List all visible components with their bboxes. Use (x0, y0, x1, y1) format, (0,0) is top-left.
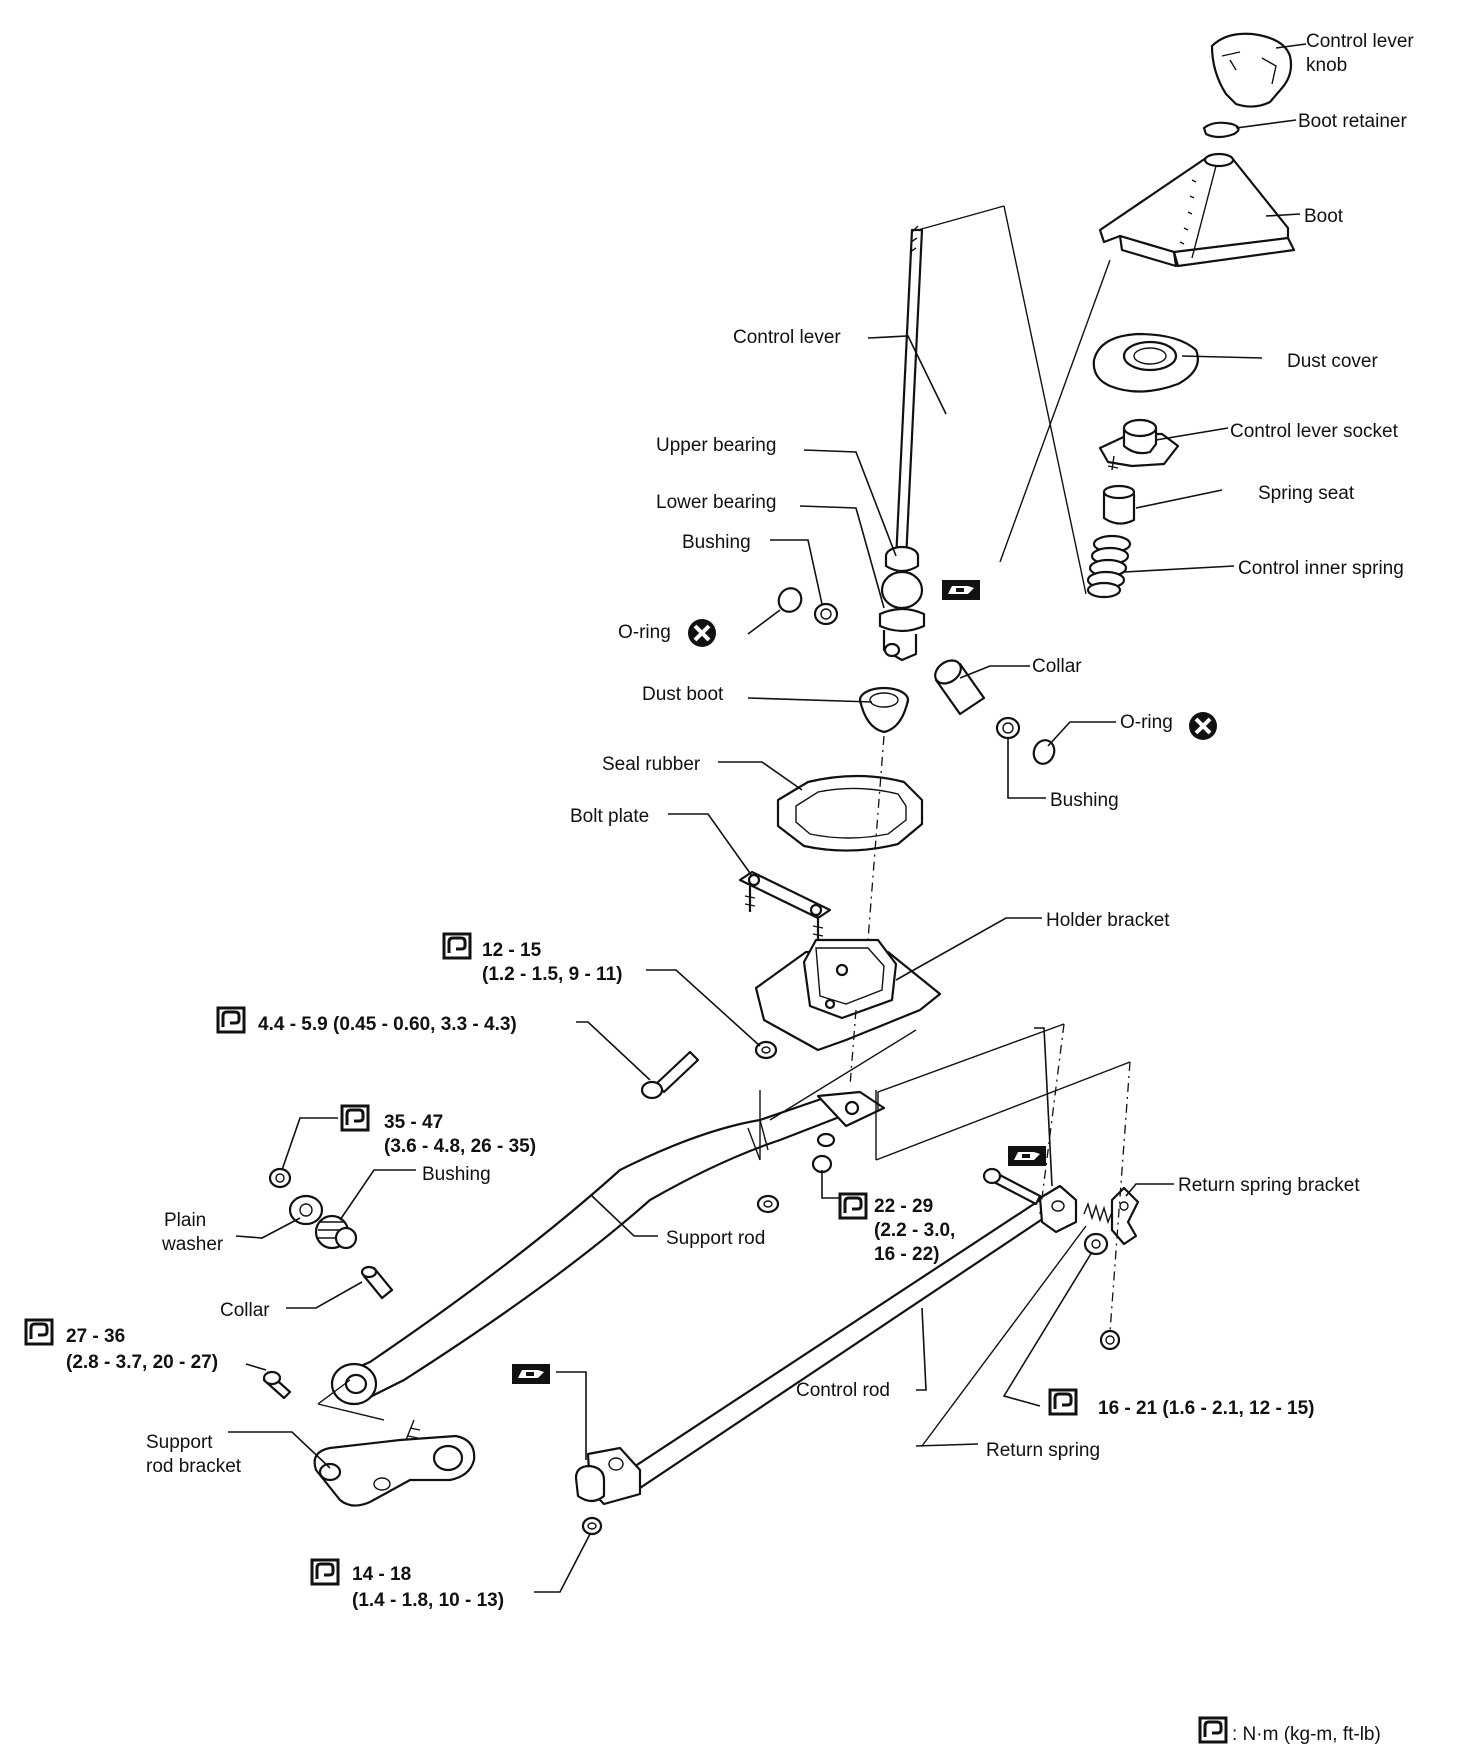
control-rod-front-clevis (1038, 1184, 1078, 1234)
boot-retainer (1202, 121, 1240, 139)
label-bolt-plate: Bolt plate (570, 806, 649, 827)
torque-wrench-icon (340, 1104, 370, 1132)
replace-part-x-icon (1187, 710, 1219, 742)
support-rod (336, 1090, 886, 1400)
torque-wrench-icon (24, 1318, 54, 1346)
label-dust-cover: Dust cover (1287, 351, 1378, 372)
replace-part-x-icon (686, 617, 718, 649)
nut-return-bracket (1099, 1329, 1121, 1351)
support-rod-eye (330, 1362, 378, 1406)
bolt-control-rod (982, 1167, 1042, 1206)
return-spring-bracket (1110, 1186, 1140, 1246)
seal-rubber (776, 774, 924, 852)
label-collar-upper: Collar (1032, 656, 1082, 677)
torque-wrench-icon (310, 1558, 340, 1586)
assembly-lines (317, 205, 1131, 1447)
plain-washer (288, 1194, 324, 1226)
holder-bracket (754, 938, 942, 1052)
grease-applicator-icon (1008, 1146, 1046, 1166)
torque-wrench-icon (1198, 1716, 1228, 1744)
label-boot-retainer: Boot retainer (1298, 111, 1407, 132)
label-control-lever-knob-2: knob (1306, 55, 1347, 76)
label-control-lever-knob: Control lever (1306, 31, 1414, 52)
o-ring-left (777, 587, 803, 613)
leader-lines (228, 43, 1307, 1593)
nut-14-18 (581, 1516, 603, 1536)
bolt-holder (640, 1050, 700, 1100)
label-dust-boot: Dust boot (642, 684, 724, 705)
torque-wrench-icon (442, 932, 472, 960)
label-holder-bracket: Holder bracket (1046, 910, 1170, 931)
boot (1098, 152, 1296, 268)
control-lever-socket (1098, 418, 1180, 471)
torque-wrench-icon (216, 1006, 246, 1034)
label-lower-bearing: Lower bearing (656, 492, 776, 513)
torque-35-47-detail: (3.6 - 4.8, 26 - 35) (384, 1136, 536, 1157)
dust-cover (1092, 332, 1199, 393)
collar-lower (360, 1265, 394, 1300)
nut-22-29-a (811, 1132, 836, 1174)
collar-upper (934, 659, 986, 716)
label-support-rod: Support rod (666, 1228, 765, 1249)
torque-35-47: 35 - 47 (384, 1112, 443, 1133)
torque-22-29-detail-2: 16 - 22) (874, 1244, 939, 1265)
support-rod-bracket (313, 1419, 476, 1507)
upper-bearing (884, 545, 920, 573)
torque-27-36: 27 - 36 (66, 1326, 125, 1347)
bushing-lower (314, 1214, 358, 1250)
return-spring (1083, 1201, 1113, 1256)
torque-wrench-icon (1048, 1388, 1078, 1416)
spring-seat (1102, 484, 1136, 525)
torque-16-21: 16 - 21 (1.6 - 2.1, 12 - 15) (1098, 1398, 1315, 1419)
label-control-inner-spring: Control inner spring (1238, 558, 1404, 579)
dust-boot (858, 686, 910, 734)
bushing-upper (813, 602, 839, 626)
torque-12-15-detail: (1.2 - 1.5, 9 - 11) (482, 964, 622, 985)
label-support-rod-bracket-1: Support (146, 1432, 213, 1453)
control-lever (894, 225, 924, 562)
label-control-lever: Control lever (733, 327, 841, 348)
control-inner-spring (1086, 534, 1132, 599)
control-lever-knob (1210, 32, 1293, 108)
label-seal-rubber: Seal rubber (602, 754, 701, 775)
torque-14-18: 14 - 18 (352, 1564, 411, 1585)
o-ring-right (1032, 739, 1056, 765)
torque-14-18-detail: (1.4 - 1.8, 10 - 13) (352, 1590, 504, 1611)
label-return-spring: Return spring (986, 1440, 1100, 1461)
label-collar-lower: Collar (220, 1300, 270, 1321)
label-control-rod: Control rod (796, 1380, 890, 1401)
label-plain-washer-2: washer (161, 1234, 224, 1255)
legend-torque-unit: : N·m (kg-m, ft-lb) (1232, 1724, 1381, 1745)
torque-4-4-5-9: 4.4 - 5.9 (0.45 - 0.60, 3.3 - 4.3) (258, 1014, 517, 1035)
nut-support-rod-lower (756, 1194, 780, 1214)
bushing-right (995, 716, 1021, 740)
label-bushing-lower: Bushing (422, 1164, 491, 1185)
lower-bearing (878, 570, 926, 662)
bolt-plate (738, 870, 832, 942)
control-rod-rear-clevis (574, 1446, 642, 1506)
label-boot: Boot (1304, 206, 1344, 227)
label-spring-seat: Spring seat (1258, 483, 1355, 504)
torque-22-29: 22 - 29 (874, 1196, 933, 1217)
nut-35-47 (268, 1167, 292, 1189)
torque-27-36-detail: (2.8 - 3.7, 20 - 27) (66, 1352, 218, 1373)
nut-holder (754, 1040, 778, 1060)
label-o-ring-left: O-ring (618, 622, 671, 643)
label-control-lever-socket: Control lever socket (1230, 421, 1399, 442)
grease-applicator-icon (512, 1364, 550, 1384)
label-plain-washer-1: Plain (164, 1210, 206, 1231)
label-o-ring-right: O-ring (1120, 712, 1173, 733)
label-upper-bearing: Upper bearing (656, 435, 776, 456)
label-support-rod-bracket-2: rod bracket (146, 1456, 242, 1477)
bolt-27-36 (262, 1370, 292, 1400)
label-bushing-upper: Bushing (682, 532, 751, 553)
torque-wrench-icon (838, 1192, 868, 1220)
grease-applicator-icon (942, 580, 980, 600)
torque-12-15: 12 - 15 (482, 940, 542, 961)
label-return-spring-bracket: Return spring bracket (1178, 1175, 1360, 1196)
torque-22-29-detail: (2.2 - 3.0, (874, 1220, 955, 1241)
label-bushing-right: Bushing (1050, 790, 1119, 811)
